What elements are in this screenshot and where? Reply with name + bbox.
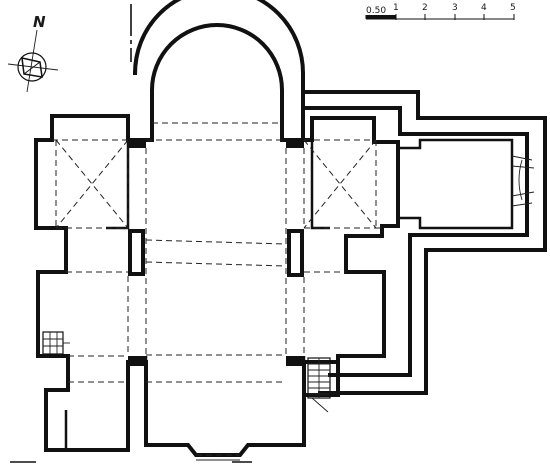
vault-lines <box>52 122 380 383</box>
piers <box>128 140 304 366</box>
scale-tick-label-1: 1 <box>393 3 399 13</box>
east-chamber <box>398 138 535 230</box>
scale-tick-label-3: 3 <box>452 3 458 13</box>
stair-icon <box>42 331 70 355</box>
entrance-markers <box>196 454 240 461</box>
outer-enclosure <box>301 90 547 395</box>
church-walls <box>34 114 400 457</box>
scale-bar: 0.50 1 2 3 4 5 <box>365 3 516 20</box>
scale-tick-label-4: 4 <box>481 3 487 13</box>
north-label: N <box>33 13 46 31</box>
north-arrow-icon: N <box>7 13 59 93</box>
scale-tick-label-5: 5 <box>510 3 516 13</box>
scale-tick-label-2: 2 <box>422 3 428 13</box>
apse <box>132 0 305 142</box>
scale-tick-label-0: 0.50 <box>366 6 386 16</box>
stair-east <box>307 357 331 413</box>
